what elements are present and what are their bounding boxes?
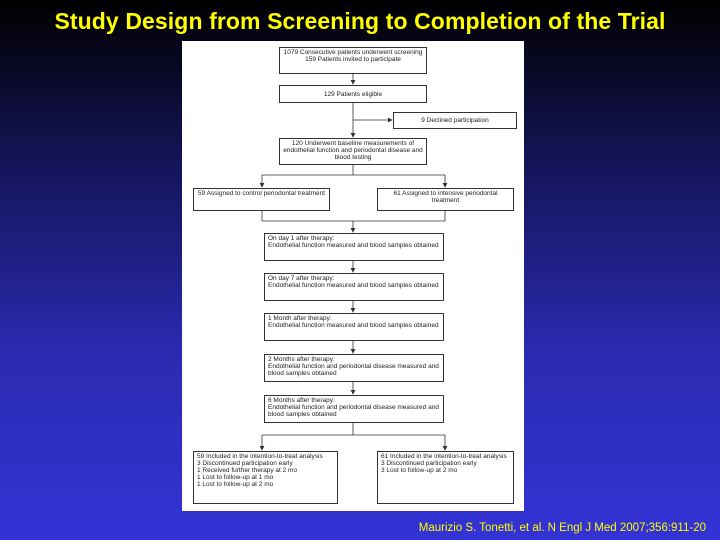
intensive-arm-box: 61 Assigned to intensive periodontal tre… bbox=[377, 188, 514, 211]
citation: Maurizio S. Tonetti, et al. N Engl J Med… bbox=[418, 522, 706, 534]
baseline-box: 120 Underwent baseline measurements of e… bbox=[279, 138, 427, 165]
month1-box: 1 Month after therapy: Endothelial funct… bbox=[264, 313, 444, 341]
flowchart-figure: 1079 Consecutive patients underwent scre… bbox=[182, 41, 524, 511]
screening-box: 1079 Consecutive patients underwent scre… bbox=[279, 47, 427, 74]
control-final-box: 59 Included in the intention-to-treat an… bbox=[193, 451, 338, 504]
declined-box: 9 Declined participation bbox=[393, 112, 517, 129]
intensive-final-box: 61 Included in the intention-to-treat an… bbox=[377, 451, 514, 504]
control-arm-box: 59 Assigned to control periodontal treat… bbox=[193, 188, 330, 211]
eligible-box: 129 Patients eligible bbox=[279, 85, 427, 103]
month6-box: 6 Months after therapy: Endothelial func… bbox=[264, 395, 444, 423]
slide-title: Study Design from Screening to Completio… bbox=[54, 8, 666, 34]
month2-box: 2 Months after therapy: Endothelial func… bbox=[264, 354, 444, 382]
day1-box: On day 1 after therapy: Endothelial func… bbox=[264, 233, 444, 261]
flowchart-connectors bbox=[259, 74, 448, 451]
day7-box: On day 7 after therapy: Endothelial func… bbox=[264, 273, 444, 301]
